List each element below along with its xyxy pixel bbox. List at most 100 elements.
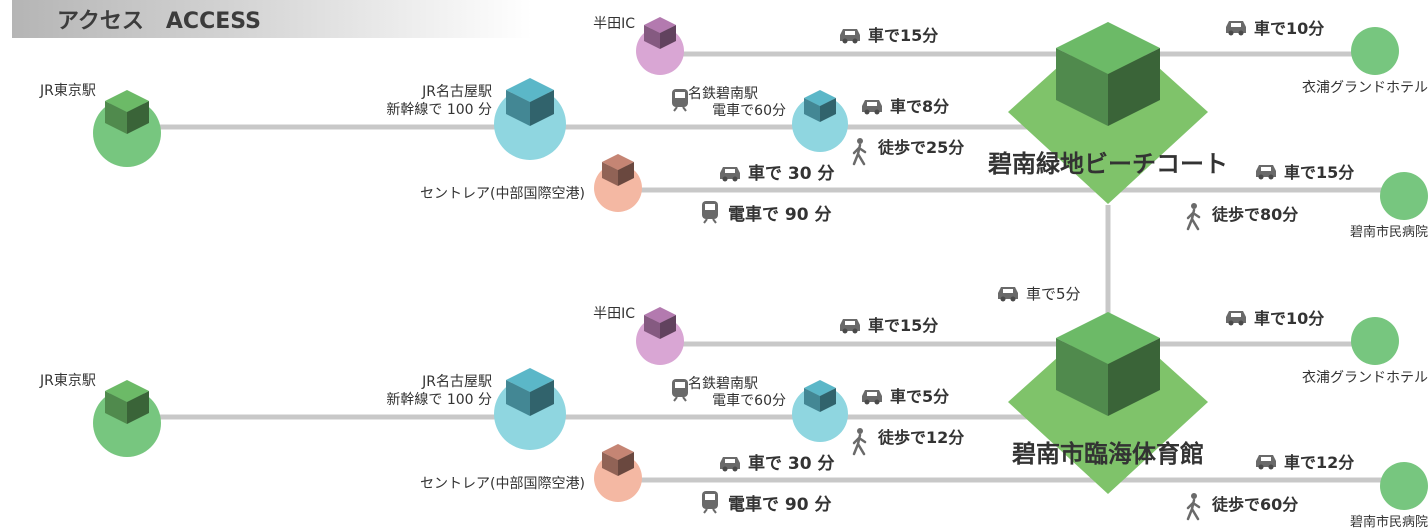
sec1-hospital-label: 碧南市民病院 xyxy=(1350,224,1428,240)
cube-left xyxy=(644,315,660,339)
car-wheel xyxy=(1258,174,1264,180)
train-leg xyxy=(712,508,717,514)
sec1-venue-label: 碧南緑地ビーチコート xyxy=(987,150,1228,178)
car-wheel xyxy=(874,399,880,405)
sec1-centrair-label: セントレア(中部国際空港) xyxy=(420,186,585,202)
node-circle xyxy=(1380,462,1428,510)
sec1-meitetsu-label: 名鉄碧南駅 xyxy=(688,86,758,102)
sec1-nagoya-node-cube xyxy=(506,78,554,126)
sec2-meitetsu-walk-icon xyxy=(852,428,867,456)
route-lines xyxy=(130,51,1400,483)
cube-right xyxy=(618,452,634,476)
car-wheel xyxy=(1228,320,1234,326)
sec2-centrair-train-icon xyxy=(702,491,718,514)
sec2-handa-car-icon xyxy=(840,319,860,334)
train-window xyxy=(705,494,715,500)
sec2-meitetsu-node-cube xyxy=(804,380,836,412)
sec2-venue-cube xyxy=(1056,312,1160,416)
walk-head xyxy=(1191,203,1197,209)
car-window xyxy=(1261,167,1271,171)
sec1-handa-car-icon xyxy=(840,29,860,44)
car-wheel xyxy=(842,328,848,334)
walk-head xyxy=(857,138,863,144)
sec2-hotel-label: 衣浦グランドホテル xyxy=(1302,370,1428,386)
sec2-hospital-car-label: 車で12分 xyxy=(1284,453,1354,472)
cube-right xyxy=(1108,338,1160,416)
sec1-meitetsu-car-label: 車で8分 xyxy=(890,97,949,116)
sec2-nagoya-label: JR名古屋駅 xyxy=(421,374,492,390)
sec1-hospital-walk-label: 徒歩で80分 xyxy=(1211,205,1298,224)
sec1-hotel-car-icon xyxy=(1226,21,1246,36)
sec2-nagoya-node-cube xyxy=(506,368,554,416)
car-wheel xyxy=(852,328,858,334)
train-leg xyxy=(703,218,708,224)
cube-right xyxy=(127,391,149,424)
car-window xyxy=(845,321,855,325)
car-window xyxy=(1261,457,1271,461)
walk-head xyxy=(1191,493,1197,499)
sec1-centrair-train-icon xyxy=(702,201,718,224)
car-window xyxy=(1003,289,1013,293)
train-leg xyxy=(673,396,678,402)
cube-left xyxy=(506,90,530,126)
sec2-centrair-node-cube xyxy=(602,444,634,476)
car-window xyxy=(867,102,877,106)
cube-left xyxy=(804,388,820,412)
sec1-handa-route-label: 車で15分 xyxy=(868,26,938,45)
sec2-tokyo-label: JR東京駅 xyxy=(39,373,96,389)
sec2-centrair-car-label: 車で 30 分 xyxy=(748,453,835,474)
walk-body xyxy=(852,433,867,456)
sec1-handa-node-cube xyxy=(644,17,676,49)
car-wheel xyxy=(1010,296,1016,302)
car-wheel xyxy=(1268,174,1274,180)
sec1-meitetsu-walk-icon xyxy=(852,138,867,166)
cube-left xyxy=(1056,48,1108,126)
sec1-meitetsu-node-cube xyxy=(804,90,836,122)
car-wheel xyxy=(864,109,870,115)
sec2-meitetsu-label: 名鉄碧南駅 xyxy=(688,376,758,392)
car-wheel xyxy=(842,38,848,44)
car-wheel xyxy=(864,399,870,405)
car-wheel xyxy=(1268,464,1274,470)
car-wheel xyxy=(1238,320,1244,326)
sec1-centrair-train-label: 電車で 90 分 xyxy=(728,204,832,225)
cube-left xyxy=(602,452,618,476)
car-window xyxy=(1231,313,1241,317)
car-wheel xyxy=(732,466,738,472)
sec2-hospital-walk-label: 徒歩で60分 xyxy=(1211,495,1298,514)
sec1-hotel-label: 衣浦グランドホテル xyxy=(1302,80,1428,96)
cube-right xyxy=(820,388,836,412)
walk-body xyxy=(1186,208,1201,231)
train-window xyxy=(675,382,685,388)
node-circle xyxy=(1380,172,1428,220)
sec1-hospital-car-icon xyxy=(1256,165,1276,180)
sec1-hospital-walk-icon xyxy=(1186,203,1201,231)
sec2-hospital-car-icon xyxy=(1256,455,1276,470)
walk-head xyxy=(857,428,863,434)
sec1-hospital-car-label: 車で15分 xyxy=(1284,163,1354,182)
train-window xyxy=(675,92,685,98)
cube-right xyxy=(1108,48,1160,126)
car-wheel xyxy=(874,109,880,115)
cube-left xyxy=(1056,338,1108,416)
cube-left xyxy=(506,380,530,416)
cube-left xyxy=(804,98,820,122)
sec2-hotel-car-icon xyxy=(1226,311,1246,326)
sec1-centrair-car-label: 車で 30 分 xyxy=(748,163,835,184)
car-wheel xyxy=(852,38,858,44)
train-window xyxy=(705,204,715,210)
sec1-tokyo-node-cube xyxy=(105,90,149,134)
car-window xyxy=(867,392,877,396)
cube-right xyxy=(530,380,554,416)
car-wheel xyxy=(1000,296,1006,302)
car-wheel xyxy=(1228,30,1234,36)
car-window xyxy=(845,31,855,35)
sec2-tokyo-node-cube xyxy=(105,380,149,424)
car-wheel xyxy=(722,466,728,472)
car-window xyxy=(1231,23,1241,27)
node-circle xyxy=(1351,317,1399,365)
sec2-meitetsu-car-label: 車で5分 xyxy=(890,387,949,406)
sec2-nagoya-sub-label: 新幹線で 100 分 xyxy=(386,391,492,408)
sec2-meitetsu-train-icon xyxy=(672,379,688,402)
